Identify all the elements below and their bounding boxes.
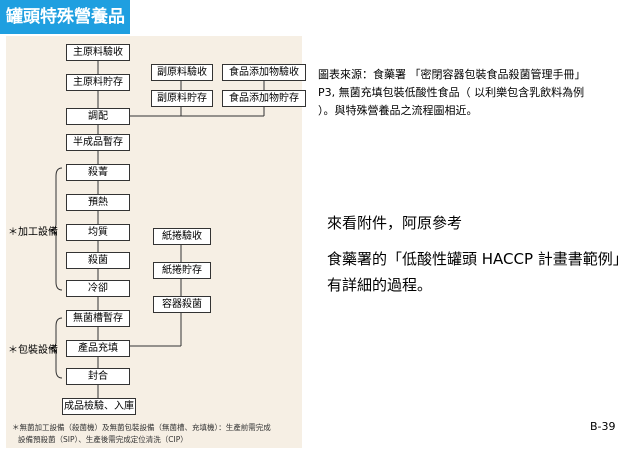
page-title: 罐頭特殊營養品	[0, 0, 130, 34]
flow-footnote-line2: 設備預殺菌（SIP）、生產後需完成定位清洗（CIP）	[18, 435, 188, 444]
step-additive-receive: 食品添加物驗收	[222, 64, 306, 81]
step-sterilize: 殺菌	[66, 252, 130, 269]
step-mix: 調配	[66, 108, 130, 125]
source-line-2: P3, 無菌充填包裝低酸性食品（ 以利樂包含乳飲料為例	[318, 86, 585, 99]
step-homogenize: 均質	[66, 224, 130, 241]
step-paper-store: 紙捲貯存	[153, 262, 211, 279]
step-container-sterilize: 容器殺菌	[153, 296, 211, 313]
comment-paragraph-2: 食藥署的「低酸性罐頭 HACCP 計畫書範例」有詳細的過程。	[327, 250, 621, 294]
step-cool: 冷卻	[66, 280, 130, 297]
step-seal: 封合	[66, 368, 130, 385]
brace-label-packaging: ＊包裝設備	[8, 345, 58, 356]
flow-footnote-line1: ＊無菌加工設備（殺菌機）及無菌包裝設備（無菌槽、充填機）：生產前需完成	[12, 423, 271, 432]
comment-paragraph-1: 來看附件，阿原參考	[327, 214, 463, 232]
source-line-1: 圖表來源：食藥署 「密閉容器包裝食品殺菌管理手冊」	[318, 68, 586, 81]
source-line-3: ）。與特殊營養品之流程圖相近。	[318, 104, 478, 117]
step-aseptic-tank: 無菌槽暫存	[66, 310, 130, 327]
step-sub-material-receive: 副原料驗收	[151, 64, 213, 81]
page-number: B-39	[590, 420, 616, 433]
step-inspect-store: 成品檢驗、入庫	[62, 398, 136, 415]
step-blanch: 殺菁	[66, 164, 130, 181]
step-paper-receive: 紙捲驗收	[153, 228, 211, 245]
brace-label-processing: ＊加工設備	[8, 227, 58, 238]
step-sub-material-store: 副原料貯存	[151, 90, 213, 107]
step-additive-store: 食品添加物貯存	[222, 90, 306, 107]
step-main-material-receive: 主原料驗收	[66, 44, 130, 61]
step-fill: 產品充填	[66, 340, 130, 357]
source-citation: 圖表來源：食藥署 「密閉容器包裝食品殺菌管理手冊」 P3, 無菌充填包裝低酸性食…	[318, 66, 630, 120]
step-semi-product: 半成品暫存	[66, 134, 130, 151]
step-preheat: 預熱	[66, 194, 130, 211]
comment-block: 來看附件，阿原參考 食藥署的「低酸性罐頭 HACCP 計畫書範例」有詳細的過程。	[327, 210, 627, 308]
step-main-material-store: 主原料貯存	[66, 74, 130, 91]
